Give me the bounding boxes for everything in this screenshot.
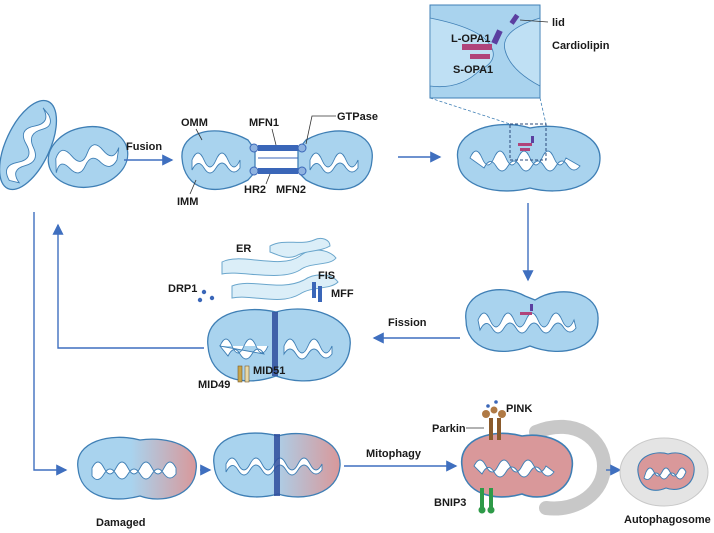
autophagosome-label: Autophagosome	[624, 514, 711, 526]
gtpase-label: GTPase	[337, 111, 378, 123]
separate-mitochondrion-a	[0, 99, 58, 191]
cardiolipin-label: Cardiolipin	[552, 40, 610, 52]
mitophagy-label: Mitophagy	[366, 448, 422, 460]
return-arrow	[52, 223, 204, 349]
hr2-label: HR2	[244, 184, 266, 196]
mid51-label: MID51	[253, 365, 285, 377]
fusion-label: Fusion	[126, 141, 162, 153]
damaged-fission-mitochondrion	[213, 432, 341, 498]
mfn-tethers	[249, 143, 307, 176]
damaged-label: Damaged	[96, 517, 146, 529]
bnip3	[478, 488, 495, 514]
mff-label: MFF	[331, 288, 354, 300]
separate-mitochondrion-b	[47, 126, 129, 188]
imm-label: IMM	[177, 196, 198, 208]
mfn1-label: MFN1	[249, 117, 279, 129]
fusing-mitochondrion-right	[297, 130, 373, 191]
autophagosome	[619, 437, 709, 507]
mitophagy-mitochondrion	[461, 432, 574, 498]
damaged-mitochondrion	[77, 436, 197, 500]
fission-label: Fission	[388, 317, 427, 329]
drp1-label: DRP1	[168, 283, 197, 295]
bnip3-label: BNIP3	[434, 497, 466, 509]
fis-label: FIS	[318, 270, 335, 282]
fusing-mitochondrion-left	[181, 130, 256, 191]
fission-mitochondrion	[207, 282, 351, 383]
constricting-mitochondrion	[465, 289, 599, 352]
s-opa1-label: S-OPA1	[453, 64, 493, 76]
drp1-dots	[197, 289, 215, 303]
pink-parkin	[482, 400, 506, 440]
parkin-label: Parkin	[432, 423, 466, 435]
mfn2-label: MFN2	[276, 184, 306, 196]
l-opa1-label: L-OPA1	[451, 33, 491, 45]
mid49-label: MID49	[198, 379, 230, 391]
endoplasmic-reticulum	[221, 237, 339, 300]
phagophore	[529, 420, 612, 516]
pink-label: PINK	[506, 403, 532, 415]
to-damaged-arrow	[33, 212, 68, 476]
opa1-inset	[429, 4, 541, 99]
er-label: ER	[236, 243, 251, 255]
fused-mitochondrion	[456, 123, 601, 192]
omm-label: OMM	[181, 117, 208, 129]
lid-label: lid	[552, 17, 565, 29]
